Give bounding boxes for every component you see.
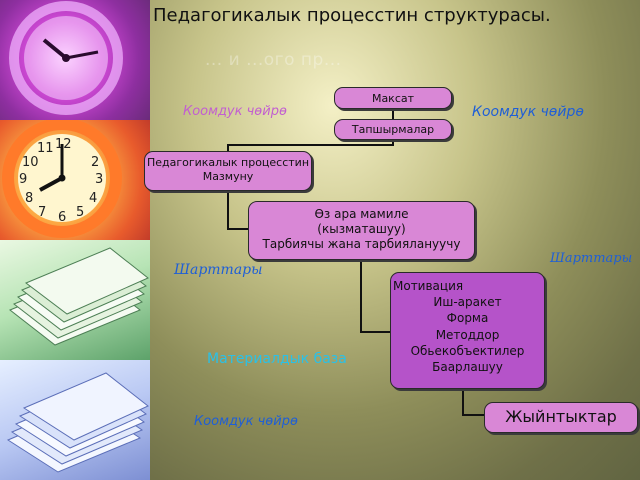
connector — [392, 109, 394, 120]
maksat-box: Максат — [334, 87, 452, 109]
papers-blue-panel — [0, 360, 150, 480]
tapshyrmalar-box: Тапшырмалар — [334, 119, 452, 140]
motivation-line-2: Иш-аракет — [433, 295, 502, 310]
deco-left-bottom: Коомдук чөйрө — [194, 414, 298, 429]
connector — [360, 331, 391, 333]
papers-green-panel — [0, 240, 150, 360]
svg-text:2: 2 — [91, 155, 99, 170]
ozara-line-2: (кызматашуу) — [317, 222, 406, 236]
connector — [462, 414, 484, 416]
svg-text:7: 7 — [38, 205, 46, 220]
svg-text:8: 8 — [25, 191, 33, 206]
svg-text:9: 9 — [19, 172, 27, 187]
ghost-subtitle: ... и ...ого пр... — [205, 50, 342, 70]
mazmun-box: Педагогикалык процесстин Мазмуну — [144, 151, 312, 191]
svg-text:5: 5 — [76, 205, 84, 220]
motivation-line-6: Баарлашуу — [432, 359, 503, 374]
svg-text:4: 4 — [89, 191, 97, 206]
deco-right-mid: Шарттары — [550, 251, 633, 266]
clock-purple-panel — [0, 0, 150, 120]
result-label: Жыйнтыктар — [505, 407, 617, 426]
connector — [462, 389, 464, 415]
motivation-line-5: Обьекобъектилер — [410, 343, 525, 358]
deco-right-top: Коомдук чөйрө — [472, 104, 584, 120]
connector — [227, 191, 229, 229]
ozara-line-1: Өз ара мамиле — [314, 207, 409, 221]
svg-text:6: 6 — [58, 210, 66, 225]
clock-purple-icon — [9, 1, 123, 115]
svg-text:3: 3 — [95, 172, 103, 187]
connector — [227, 144, 394, 146]
stacked-papers-green-icon — [9, 247, 149, 346]
maksat-label: Максат — [371, 92, 415, 105]
connector — [227, 228, 249, 230]
motivation-line-1: Мотивация — [393, 279, 464, 293]
motivation-line-3: Форма — [446, 311, 489, 326]
deco-left-mid: Шарттары — [174, 262, 263, 278]
motivation-box: Мотивация Иш-аракет Форма Методдор Обьек… — [390, 272, 545, 389]
deco-material: Материалдык база — [207, 351, 347, 367]
tapshyrmalar-label: Тапшырмалар — [351, 123, 435, 136]
mazmun-line-2: Мазмуну — [202, 169, 254, 183]
connector — [392, 139, 394, 145]
result-box: Жыйнтыктар — [484, 402, 638, 433]
mazmun-line-1: Педагогикалык процесстин — [146, 156, 310, 169]
stacked-papers-blue-icon — [6, 372, 149, 473]
svg-text:10: 10 — [22, 155, 39, 170]
ozara-line-3: Тарбиячы жана тарбиялануучу — [262, 237, 461, 251]
connector — [360, 260, 362, 332]
ozara-mamile-box: Өз ара мамиле (кызматашуу) Тарбиячы жана… — [248, 201, 475, 260]
svg-text:11: 11 — [37, 141, 54, 156]
motivation-line-4: Методдор — [435, 327, 500, 342]
slide-title: Педагогикалык процесстин структурасы. — [153, 5, 551, 26]
deco-left-top: Коомдук чөйрө — [183, 104, 287, 119]
